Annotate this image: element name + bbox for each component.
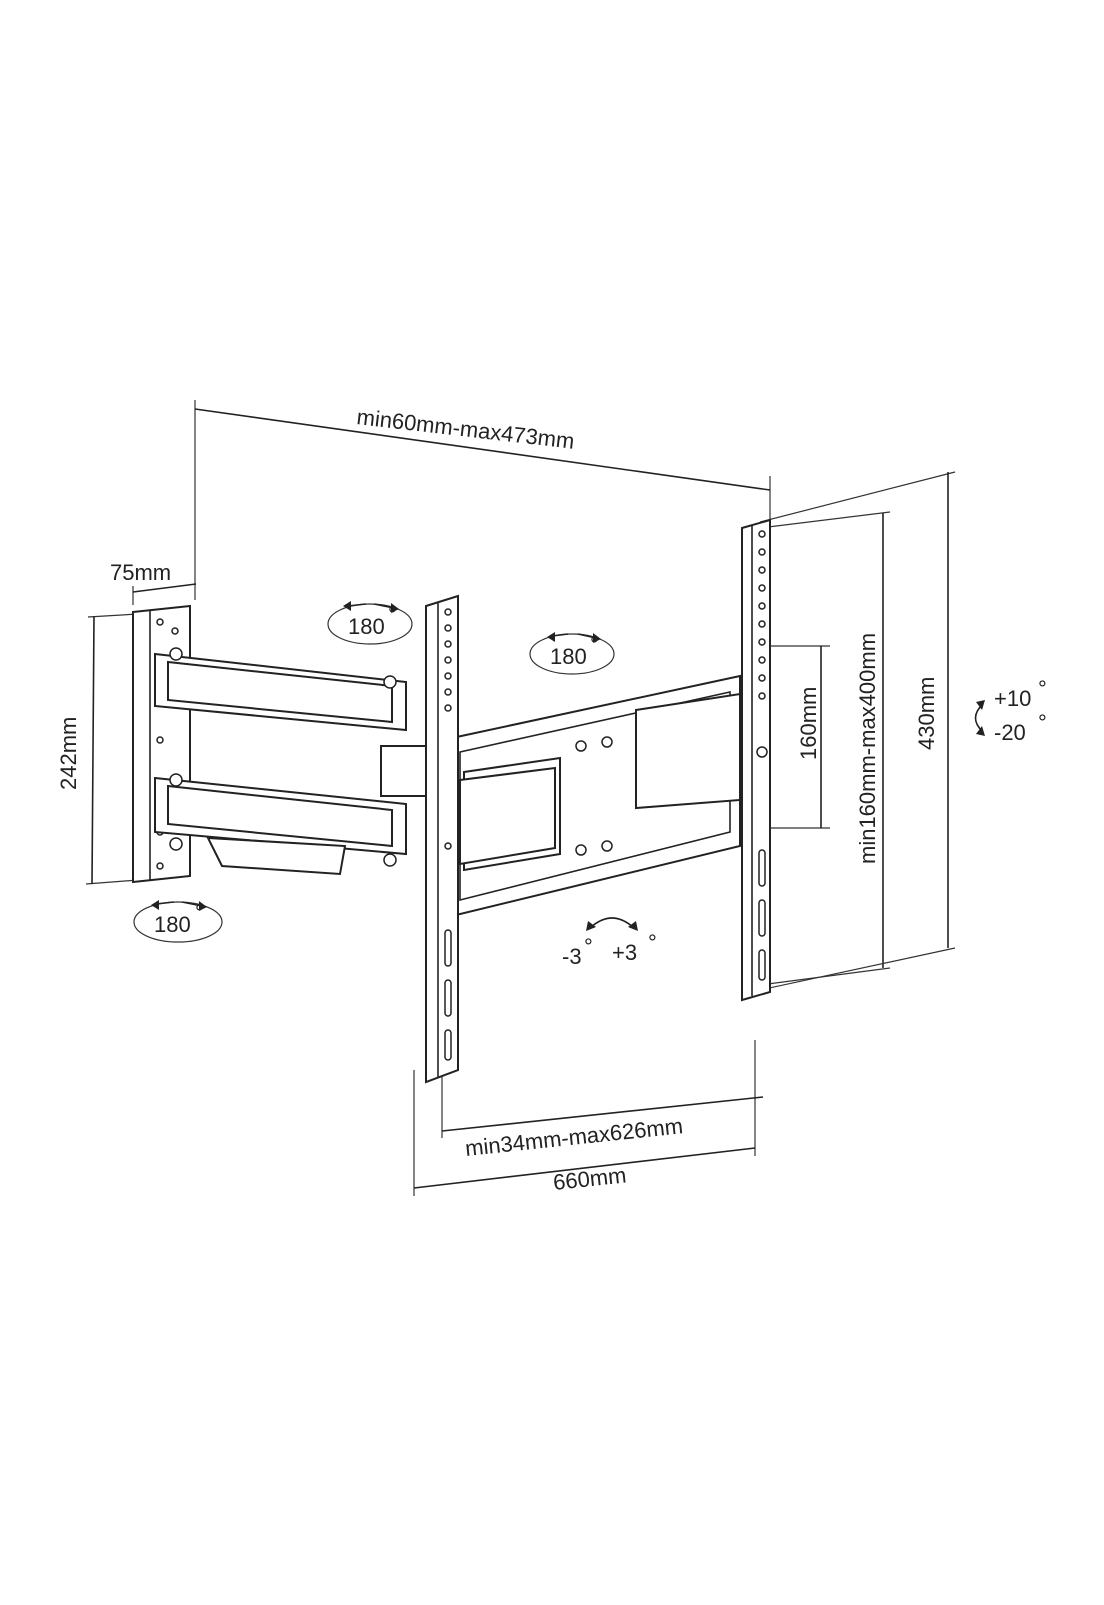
svg-text:180: 180 (348, 614, 385, 639)
vesa-vertical-label: min160mm-max400mm (855, 633, 880, 864)
svg-text:°: ° (584, 934, 593, 959)
articulating-arms (154, 647, 428, 876)
level-adjust-indicator: -3 ° +3 ° (562, 917, 657, 969)
svg-text:-3: -3 (562, 944, 582, 969)
svg-text:-20: -20 (994, 720, 1026, 745)
svg-text:+10: +10 (994, 686, 1031, 711)
overall-height-label: 430mm (914, 677, 939, 750)
swivel-badge-arm: 180 ° (327, 601, 413, 645)
wall-plate-width-label: 75mm (110, 560, 171, 585)
vesa-vertical-small-label: 160mm (796, 687, 821, 760)
dimension-lines (85, 400, 956, 1196)
svg-text:°: ° (195, 900, 204, 925)
rotation-arrow-icon (589, 917, 635, 929)
swivel-badge-head: 180 ° (529, 632, 615, 675)
tilt-indicator: +10 ° -20 ° (974, 676, 1047, 745)
svg-text:°: ° (1038, 710, 1047, 735)
wall-plate-height-label: 242mm (56, 717, 81, 790)
svg-text:180: 180 (550, 644, 587, 669)
arm-extension-label: min60mm-max473mm (355, 404, 575, 454)
vesa-horizontal-label: min34mm-max626mm (464, 1113, 684, 1161)
svg-text:°: ° (388, 602, 397, 627)
svg-text:°: ° (648, 930, 657, 955)
svg-text:+3: +3 (612, 940, 637, 965)
svg-text:180: 180 (154, 912, 191, 937)
svg-text:°: ° (1038, 676, 1047, 701)
tv-bracket (425, 518, 771, 1084)
svg-text:°: ° (590, 632, 599, 657)
overall-width-label: 660mm (552, 1162, 628, 1195)
swivel-badge-wall: 180 ° (133, 900, 223, 943)
